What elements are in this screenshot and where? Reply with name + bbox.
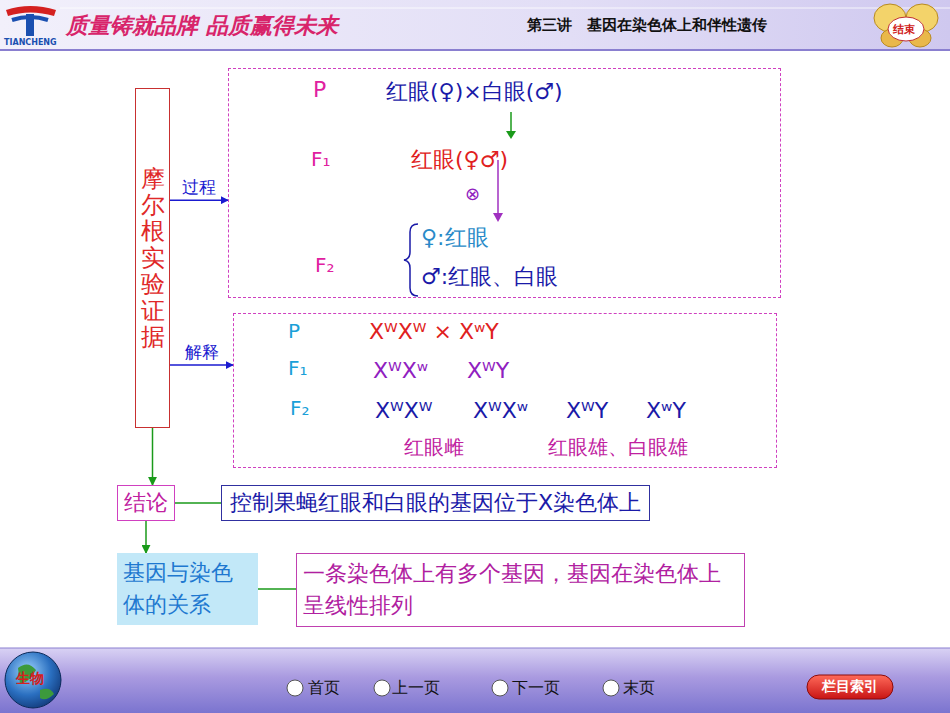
node-text: F₁ xyxy=(311,147,331,171)
node-text: 红眼(♀)×白眼(♂) xyxy=(386,77,563,107)
relation-text-box: 一条染色体上有多个基因，基因在染色体上呈线性排列 xyxy=(296,553,745,627)
node-text: F₁ xyxy=(288,356,308,380)
connector xyxy=(145,521,147,553)
node-text: P xyxy=(313,77,326,102)
explain-panel: PXᵂXᵂ × XʷYF₁XᵂXʷXᵂYF₂XᵂXᵂXᵂXʷXᵂYXʷY红眼雌红… xyxy=(233,313,777,468)
nav-next: 下一页 xyxy=(512,678,560,699)
connector xyxy=(258,588,296,590)
node-text: F₂ xyxy=(315,253,335,277)
node-text: ♂:红眼、白眼 xyxy=(421,262,558,292)
node-text: 控制果蝇红眼和白眼的基因位于X染色体上 xyxy=(230,488,641,518)
connector xyxy=(170,364,233,366)
node-text: 红眼(♀♂) xyxy=(411,145,508,175)
node-text: P xyxy=(288,319,300,343)
index-button: 栏目索引 xyxy=(807,675,893,699)
connector xyxy=(152,428,154,485)
nav-prev: 上一页 xyxy=(392,678,440,699)
header-bar xyxy=(0,0,950,50)
brace xyxy=(404,224,418,296)
connector xyxy=(170,199,228,201)
node-text: 红眼雄、白眼雄 xyxy=(548,434,688,461)
node-text: ⊗ xyxy=(465,183,480,204)
node-text: ♀:红眼 xyxy=(421,223,489,253)
node-text: F₂ xyxy=(290,396,310,420)
nav-first: 首页 xyxy=(308,678,340,699)
index-button-shape xyxy=(807,675,893,699)
node-text: XᵂXᵂ × XʷY xyxy=(369,319,499,344)
node-text: 摩尔根实验证据 xyxy=(141,166,165,351)
node-text: 基因与染色体的关系 xyxy=(123,557,252,621)
footer-rule xyxy=(0,648,950,649)
header-line xyxy=(60,8,950,9)
node-text: XʷY xyxy=(646,398,686,423)
slogan: 质量铸就品牌 品质赢得未来 xyxy=(66,11,338,41)
node-text: XᵂXᵂ xyxy=(375,398,433,423)
lesson-title: 第三讲 基因在染色体上和伴性遗传 xyxy=(527,16,767,35)
connector xyxy=(175,502,221,504)
globe-icon xyxy=(5,652,61,708)
node-text: 结论 xyxy=(124,488,168,518)
nav-last: 末页 xyxy=(623,678,655,699)
node-text: XᵂY xyxy=(467,358,509,383)
node-text: XᵂY xyxy=(566,398,608,423)
butterfly-icon xyxy=(874,4,938,47)
process-panel: P 红眼(♀)×白眼(♂) F₁ 红眼(♀♂) ⊗ F₂ ♀:红眼 ♂:红眼、白眼 xyxy=(228,68,781,298)
logo-icon xyxy=(6,6,56,36)
header-rule xyxy=(0,49,950,51)
node-text: 栏目索引 xyxy=(822,678,878,696)
edge-label: 过程 xyxy=(180,176,218,199)
node-text: XᵂXʷ xyxy=(373,358,428,383)
conclusion-text-box: 控制果蝇红眼和白眼的基因位于X染色体上 xyxy=(221,485,650,521)
evidence-box: 摩尔根实验证据 xyxy=(135,88,170,428)
end-button: 结束 xyxy=(893,22,915,37)
conclusion-box: 结论 xyxy=(117,485,175,521)
node-text: XᵂXʷ xyxy=(473,398,528,423)
edge-label: 解释 xyxy=(183,341,221,364)
footer-bar xyxy=(0,648,950,713)
node-text: 红眼雌 xyxy=(404,434,464,461)
relation-box: 基因与染色体的关系 xyxy=(117,553,258,625)
logo-text: TIANCHENG xyxy=(4,38,57,47)
subject-tag: 生物 xyxy=(16,670,44,688)
node-text: 一条染色体上有多个基因，基因在染色体上呈线性排列 xyxy=(303,558,738,622)
